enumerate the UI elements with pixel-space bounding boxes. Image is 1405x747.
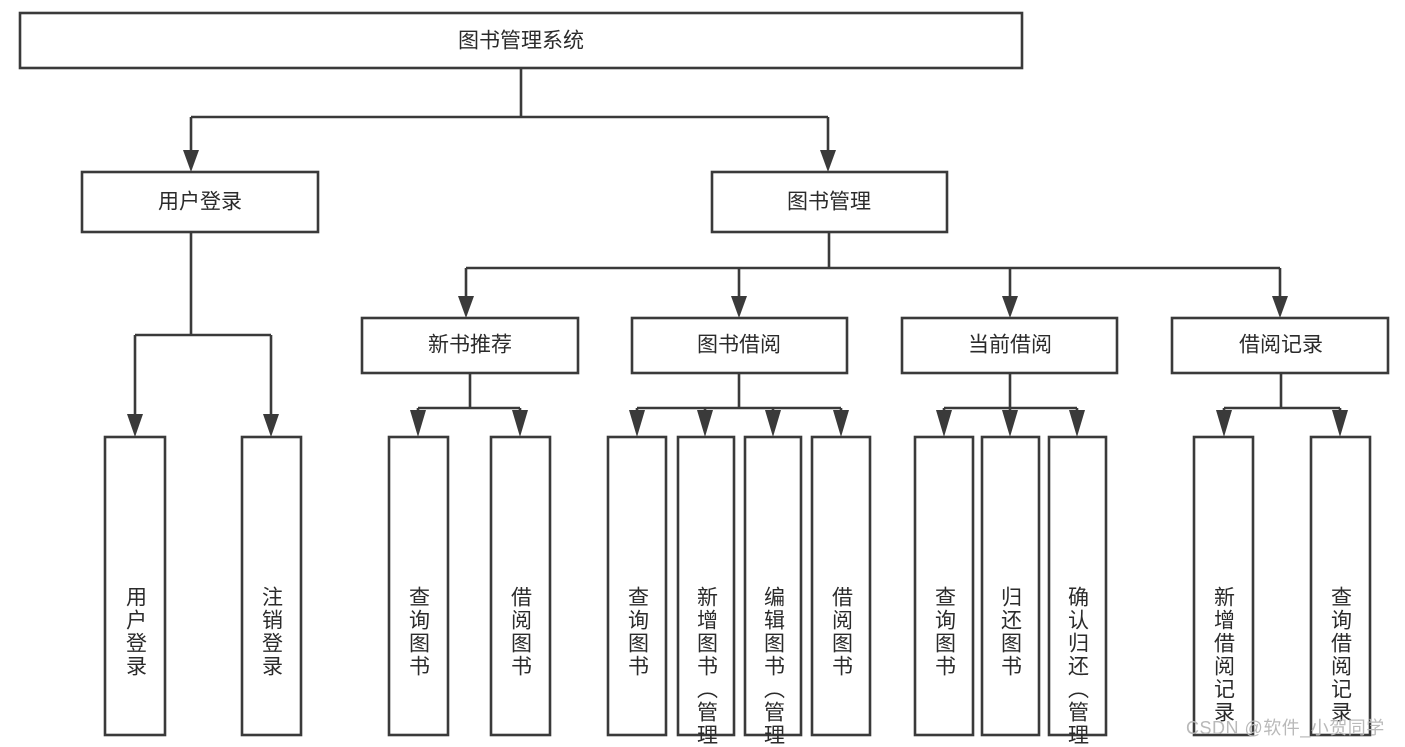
arrow-to-user-login (183, 150, 199, 172)
node-new-book-rec[interactable]: 新书推荐 (360, 316, 580, 375)
arrow-to-leaf-user-logout (263, 414, 279, 437)
node-leaf-query-book-3-label: 查询图书 (933, 586, 957, 678)
node-new-book-rec-label: 新书推荐 (428, 334, 512, 357)
node-book-borrow[interactable]: 图书借阅 (630, 316, 849, 375)
node-leaf-borrow-book-2-label: 借阅图书 (830, 586, 854, 678)
node-leaf-user-login-box[interactable] (103, 435, 167, 737)
node-leaf-query-book-3-box[interactable] (913, 435, 975, 737)
node-book-borrow-box[interactable] (630, 316, 849, 375)
node-book-manage-label: 图书管理 (787, 191, 871, 214)
node-leaf-query-book-2[interactable]: 查询图书 (606, 435, 668, 737)
node-leaf-user-login[interactable]: 用户登录 (103, 435, 167, 737)
node-book-manage[interactable]: 图书管理 (710, 170, 949, 234)
node-leaf-add-record-box[interactable] (1192, 435, 1255, 737)
node-borrow-record[interactable]: 借阅记录 (1170, 316, 1390, 375)
node-leaf-borrow-book-2[interactable]: 借阅图书 (810, 435, 872, 737)
node-book-borrow-label: 图书借阅 (697, 334, 781, 357)
arrow-to-book-borrow (731, 296, 747, 318)
arrow-to-leaf-add-book (697, 410, 713, 437)
arrow-to-leaf-borrow-book-1 (512, 410, 528, 437)
node-leaf-borrow-book-1[interactable]: 借阅图书 (489, 435, 552, 737)
node-root-label: 图书管理系统 (458, 30, 584, 53)
node-current-borrow[interactable]: 当前借阅 (900, 316, 1119, 375)
node-leaf-query-book-3[interactable]: 查询图书 (913, 435, 975, 737)
node-leaf-edit-book[interactable]: 编辑图书（管理员） (743, 435, 803, 747)
node-leaf-confirm-return[interactable]: 确认归还（管理员） (1047, 435, 1108, 747)
node-leaf-query-book-2-box[interactable] (606, 435, 668, 737)
node-leaf-add-book[interactable]: 新增图书（管理员） (676, 435, 736, 747)
node-leaf-add-book-box[interactable] (676, 435, 736, 737)
node-leaf-return-book-label: 归还图书 (999, 586, 1023, 678)
arrow-to-borrow-record (1272, 296, 1288, 318)
node-borrow-record-box[interactable] (1170, 316, 1390, 375)
node-leaf-user-logout[interactable]: 注销登录 (240, 435, 303, 737)
node-new-book-rec-box[interactable] (360, 316, 580, 375)
node-root[interactable]: 图书管理系统 (18, 11, 1024, 70)
node-borrow-record-label: 借阅记录 (1239, 334, 1323, 357)
node-leaf-query-record-label: 查询借阅记录 (1329, 586, 1353, 724)
arrow-to-leaf-borrow-book-2 (833, 410, 849, 437)
node-leaf-borrow-book-2-box[interactable] (810, 435, 872, 737)
arrow-to-book-manage (820, 150, 836, 172)
node-leaf-query-record-box[interactable] (1309, 435, 1372, 737)
arrow-to-leaf-add-record (1216, 410, 1232, 437)
arrow-to-leaf-query-book-1 (410, 410, 426, 437)
arrow-to-leaf-user-login (127, 414, 143, 437)
node-leaf-query-book-1-box[interactable] (387, 435, 450, 737)
arrow-to-leaf-edit-book (765, 410, 781, 437)
node-user-login[interactable]: 用户登录 (80, 170, 320, 234)
node-leaf-user-logout-label: 注销登录 (260, 586, 284, 678)
node-leaf-user-logout-box[interactable] (240, 435, 303, 737)
arrow-to-leaf-confirm-return (1069, 410, 1085, 437)
node-leaf-edit-book-box[interactable] (743, 435, 803, 737)
node-leaf-user-login-label: 用户登录 (124, 586, 148, 678)
node-leaf-borrow-book-1-box[interactable] (489, 435, 552, 737)
node-root-box[interactable] (18, 11, 1024, 70)
node-leaf-confirm-return-box[interactable] (1047, 435, 1108, 737)
arrow-to-current-borrow (1002, 296, 1018, 318)
arrow-to-leaf-query-book-2 (629, 410, 645, 437)
arrow-to-leaf-return-book (1002, 410, 1018, 437)
node-leaf-add-record[interactable]: 新增借阅记录 (1192, 435, 1255, 737)
node-user-login-label: 用户登录 (158, 191, 242, 214)
node-book-manage-box[interactable] (710, 170, 949, 234)
node-leaf-query-book-2-label: 查询图书 (626, 586, 650, 678)
node-leaf-edit-book-label: 编辑图书（管理员） (762, 586, 786, 747)
arrow-to-leaf-query-record (1332, 410, 1348, 437)
node-leaf-borrow-book-1-label: 借阅图书 (509, 586, 533, 678)
edges-layer (127, 68, 1348, 437)
node-leaf-query-book-1-label: 查询图书 (407, 586, 431, 678)
node-current-borrow-label: 当前借阅 (968, 334, 1052, 357)
node-leaf-confirm-return-label: 确认归还（管理员） (1066, 586, 1090, 747)
node-leaf-add-record-label: 新增借阅记录 (1212, 586, 1236, 724)
node-leaf-return-book-box[interactable] (980, 435, 1041, 737)
arrow-to-new-book-rec (458, 296, 474, 318)
node-leaf-query-book-1[interactable]: 查询图书 (387, 435, 450, 737)
node-leaf-query-record[interactable]: 查询借阅记录 (1309, 435, 1372, 737)
node-leaf-return-book[interactable]: 归还图书 (980, 435, 1041, 737)
node-user-login-box[interactable] (80, 170, 320, 234)
arrow-to-leaf-query-book-3 (936, 410, 952, 437)
node-leaf-add-book-label: 新增图书（管理员） (695, 586, 719, 747)
node-current-borrow-box[interactable] (900, 316, 1119, 375)
